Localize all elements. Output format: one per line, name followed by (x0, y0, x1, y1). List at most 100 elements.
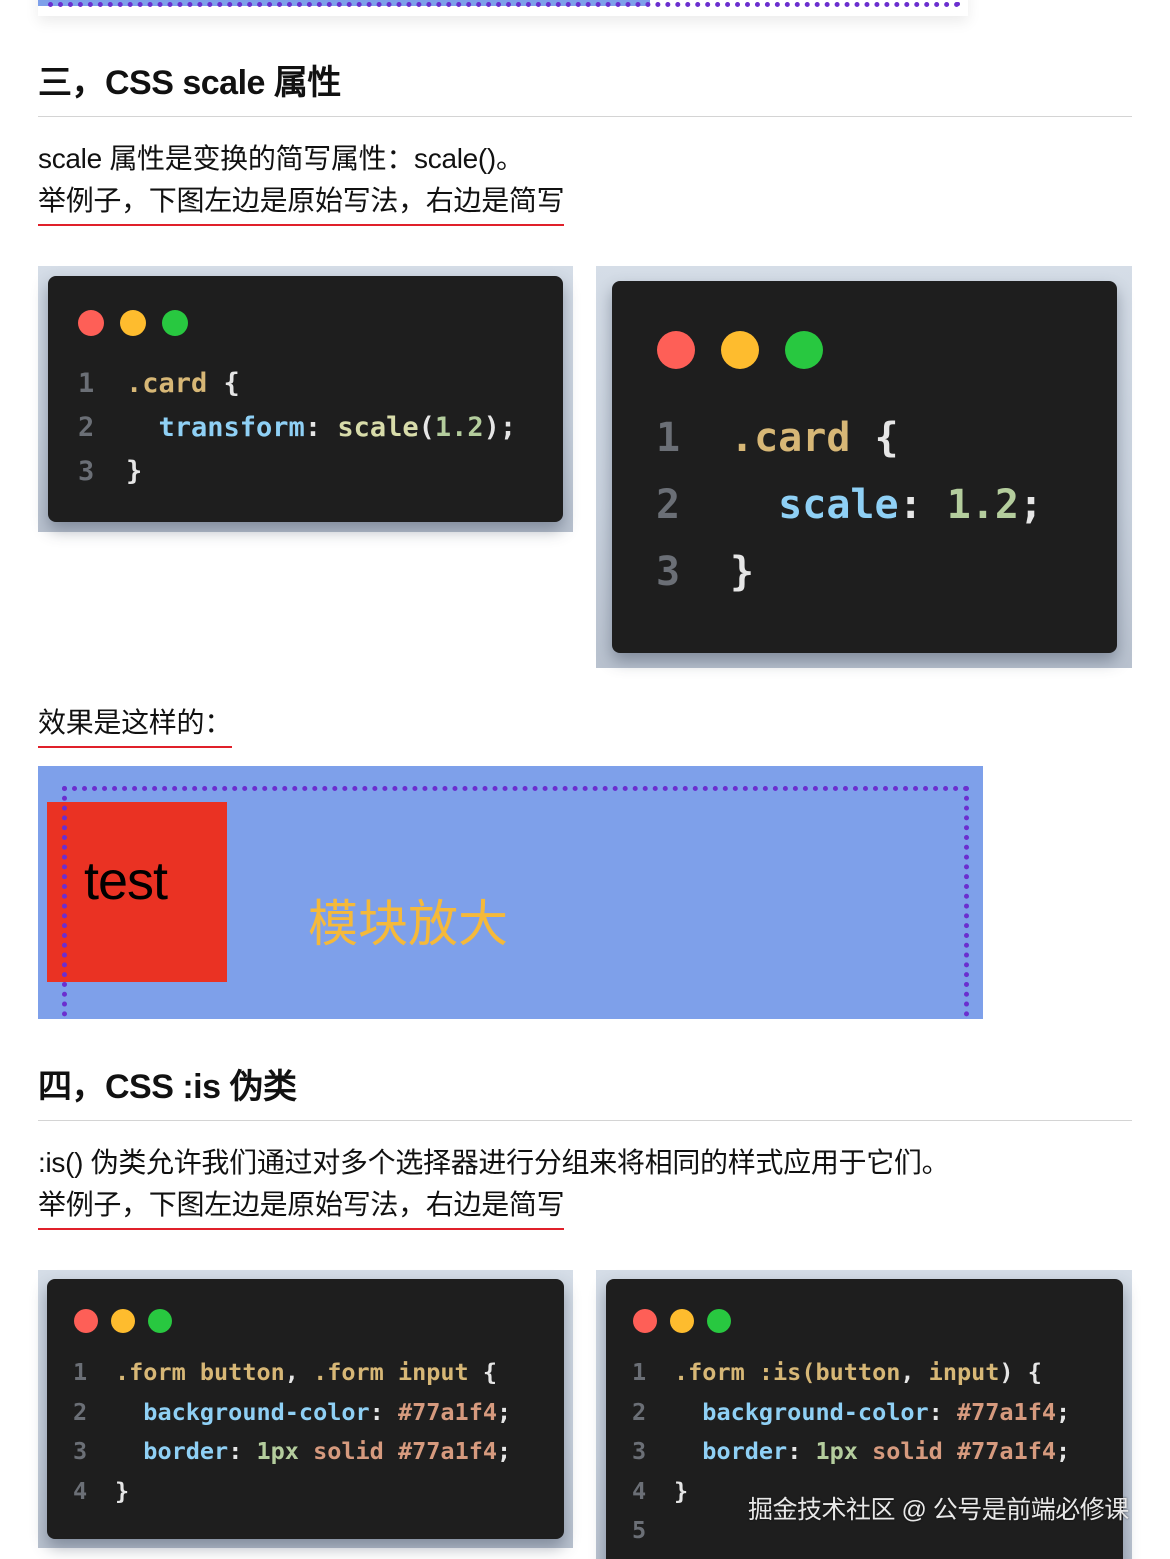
code-token: 1.2 (434, 412, 484, 443)
section3-example-note-wrap: 举例子，下图左边是原始写法，右边是简写 (38, 180, 565, 226)
code-line: 1 .card { (656, 405, 1043, 472)
code-token: input (928, 1358, 1000, 1386)
code-token: } (674, 1476, 689, 1505)
code-token: : (898, 482, 947, 528)
window-controls (657, 331, 823, 369)
code-token: } (126, 456, 143, 487)
code-token: solid #77a1f4 (857, 1437, 1057, 1465)
code-window: 1.card {2 transform: scale(1.2);3} (48, 276, 563, 522)
close-dot-icon (78, 310, 104, 336)
minimize-dot-icon (111, 1309, 135, 1333)
code-token: 1px (815, 1437, 858, 1465)
line-number: 1 (656, 415, 681, 461)
dotted-border (48, 2, 960, 7)
line-number: 3 (73, 1437, 88, 1465)
code-token: .form button (115, 1358, 285, 1386)
code-token: .card (730, 415, 851, 461)
code-token: , (900, 1358, 929, 1386)
code-line: 3} (78, 450, 516, 494)
code-token: : (369, 1397, 398, 1426)
code-token: .card (126, 368, 208, 399)
code-token: ); (483, 412, 517, 443)
close-dot-icon (633, 1309, 657, 1333)
line-number: 1 (73, 1358, 88, 1386)
code-token: background-color (115, 1397, 370, 1426)
line-number: 3 (656, 549, 681, 595)
code-token: scale (337, 412, 419, 443)
code-token: } (115, 1476, 130, 1505)
code-token: transform (126, 412, 305, 443)
code-token: { (850, 415, 899, 461)
code-screenshot-shorthand-is: 1.form :is(button, input) {2 background-… (596, 1270, 1132, 1559)
code-token: } (730, 549, 755, 595)
line-number: 2 (73, 1397, 88, 1426)
code-token: .form input (313, 1358, 469, 1386)
line-number: 3 (632, 1437, 647, 1465)
code-token: ; (497, 1397, 512, 1426)
code-block: 1 .form button, .form input {2 background… (73, 1353, 511, 1511)
code-block: 1.card {2 scale: 1.2;3} (656, 405, 1043, 606)
maximize-dot-icon (785, 331, 823, 369)
code-line: 2 background-color: #77a1f4; (632, 1393, 1070, 1433)
code-token: scale (730, 482, 899, 528)
code-line: 1.form :is(button, input) { (632, 1353, 1070, 1393)
code-screenshot-original-is: 1 .form button, .form input {2 background… (38, 1270, 573, 1548)
code-token: : (928, 1397, 957, 1426)
code-line: 5 (632, 1511, 1070, 1551)
minimize-dot-icon (670, 1309, 694, 1333)
window-controls (74, 1309, 172, 1333)
code-block: 1.form :is(button, input) {2 background-… (632, 1353, 1070, 1551)
code-token: ; (497, 1437, 512, 1465)
minimize-dot-icon (120, 310, 146, 336)
test-box-text: test (84, 851, 168, 911)
code-window: 1.card {2 scale: 1.2;3} (612, 281, 1117, 653)
line-number: 4 (73, 1476, 88, 1505)
code-token: 1px (256, 1437, 299, 1465)
code-line: 3} (656, 539, 1043, 606)
minimize-dot-icon (721, 331, 759, 369)
code-token: : (228, 1437, 257, 1465)
code-line: 2 scale: 1.2; (656, 472, 1043, 539)
code-line: 4} (73, 1472, 511, 1512)
section4-example-note: 举例子，下图左边是原始写法，右边是简写 (38, 1184, 565, 1230)
code-token: border (674, 1437, 788, 1465)
line-number: 1 (78, 368, 95, 399)
code-line: 3 border: 1px solid #77a1f4; (73, 1432, 511, 1472)
section4-intro: :is() 伪类允许我们通过对多个选择器进行分组来将相同的样式应用于它们。 (38, 1147, 950, 1178)
code-token: { (468, 1358, 498, 1386)
code-token: background-color (674, 1397, 929, 1426)
code-block: 1.card {2 transform: scale(1.2);3} (78, 362, 516, 494)
previous-demo-remnant (38, 0, 968, 16)
code-token: 1.2 (946, 482, 1019, 528)
line-number: 3 (78, 456, 95, 487)
scale-demo-preview: test 模块放大 (38, 766, 983, 1019)
maximize-dot-icon (162, 310, 188, 336)
section3-heading: 三，CSS scale 属性 (38, 60, 1132, 117)
close-dot-icon (74, 1309, 98, 1333)
section3-intro: scale 属性是变换的简写属性：scale()。 (38, 143, 524, 174)
maximize-dot-icon (707, 1309, 731, 1333)
section4-example-note-wrap: 举例子，下图左边是原始写法，右边是简写 (38, 1184, 565, 1230)
code-token: #77a1f4 (397, 1397, 498, 1426)
code-token: solid #77a1f4 (298, 1437, 498, 1465)
line-number: 2 (632, 1397, 647, 1426)
window-controls (78, 310, 188, 336)
window-controls (633, 1309, 731, 1333)
code-window: 1.form :is(button, input) {2 background-… (606, 1279, 1123, 1559)
code-token: , (284, 1358, 314, 1386)
code-screenshot-shorthand-scale: 1.card {2 scale: 1.2;3} (596, 266, 1132, 668)
code-token: .form :is(button (674, 1358, 901, 1386)
demo-caption: 模块放大 (308, 896, 508, 952)
effect-label-wrap: 效果是这样的： (38, 702, 232, 748)
watermark: 掘金技术社区 @ 公号是前端必修课 (748, 1496, 1129, 1524)
section4-heading: 四，CSS :is 伪类 (38, 1064, 1132, 1121)
close-dot-icon (657, 331, 695, 369)
effect-label: 效果是这样的： (38, 702, 232, 748)
code-token: { (207, 368, 240, 399)
code-line: 1 .card { (78, 362, 516, 406)
code-token: border (115, 1437, 229, 1465)
dotted-border-corner (956, 0, 960, 6)
test-box: test (47, 802, 227, 982)
line-number: 5 (632, 1516, 647, 1544)
code-line: 1 .form button, .form input { (73, 1353, 511, 1393)
